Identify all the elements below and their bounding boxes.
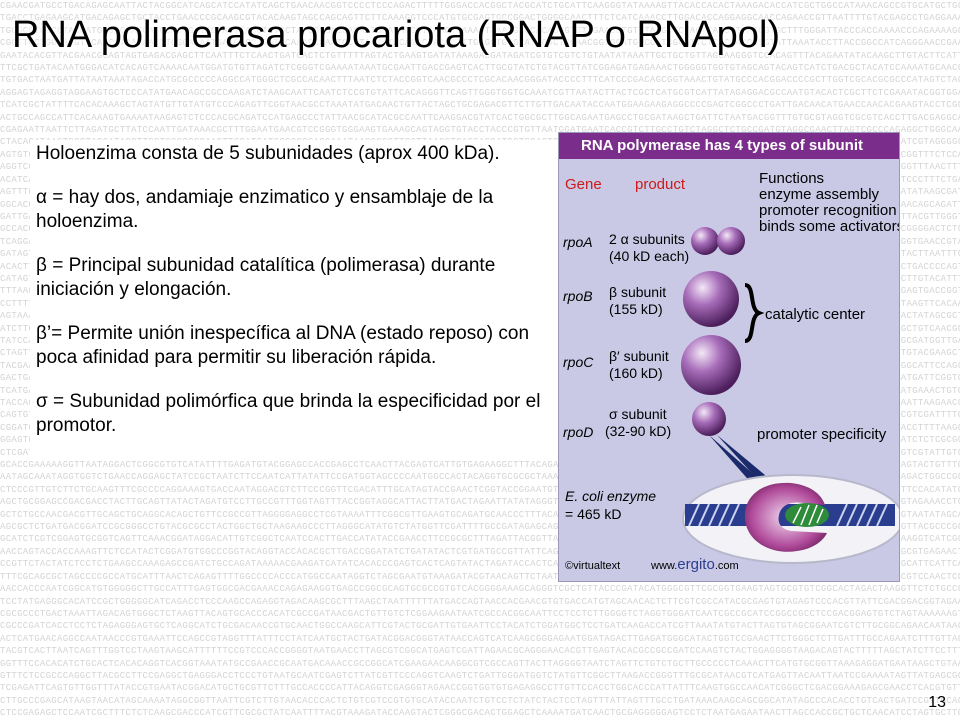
catalytic-brace	[744, 283, 765, 343]
product-beta-prime: β′ subunit	[609, 348, 669, 364]
product-sigma-size: (32-90 kD)	[605, 423, 671, 439]
product-beta: β subunit	[609, 284, 666, 300]
body-text: Holoenzima consta de 5 subunidades (apro…	[30, 140, 567, 460]
function-assembly: enzyme assembly	[759, 186, 880, 203]
col-functions: Functions	[759, 170, 824, 187]
col-gene: Gene	[565, 176, 602, 193]
catalytic-center-label: catalytic center	[765, 306, 865, 323]
function-promoter-specificity: promoter specificity	[757, 426, 887, 443]
paragraph-beta: β = Principal subunidad catalítica (poli…	[36, 255, 496, 300]
product-alpha-size: (40 kD each)	[609, 248, 689, 264]
sigma-sphere	[692, 402, 726, 436]
enzyme-body	[744, 482, 827, 552]
gene-rpoD: rpoD	[563, 424, 593, 440]
beta-sphere	[683, 271, 739, 327]
product-beta-prime-size: (160 kD)	[609, 365, 663, 381]
enzyme-label: E. coli enzyme	[565, 488, 656, 504]
transcription-bubble	[785, 503, 829, 527]
enzyme-size-label: = 465 kD	[565, 506, 621, 522]
beta-prime-sphere	[681, 335, 741, 395]
page-number: 13	[928, 694, 946, 711]
paragraph-alpha: α = hay dos, andamiaje enzimatico y ensa…	[36, 187, 494, 232]
product-alpha: 2 α subunits	[609, 231, 685, 247]
paragraph-beta-prime: β’= Permite unión inespecífica al DNA (e…	[36, 323, 530, 368]
gene-rpoA: rpoA	[563, 234, 593, 250]
paragraph-holoenzyme: Holoenzima consta de 5 subunidades (apro…	[36, 143, 500, 164]
assembly-arrow	[709, 435, 759, 485]
assembly-arrow-2	[717, 435, 765, 481]
figure-header: RNA polymerase has 4 types of subunit	[559, 133, 899, 159]
function-activators: binds some activators	[759, 218, 899, 235]
slide-title: RNA polimerasa procariota (RNAP o RNApol…	[12, 14, 781, 56]
credit-ergito: www.ergito.com	[650, 556, 739, 573]
gene-rpoB: rpoB	[563, 288, 593, 304]
product-beta-size: (155 kD)	[609, 301, 663, 317]
gene-rpoC: rpoC	[563, 354, 594, 370]
bubble-hatch	[792, 504, 824, 526]
figure-illustration: Gene product Functions rpoA 2 α subunits…	[563, 170, 899, 573]
alpha-sphere-1	[691, 227, 719, 255]
function-recognition: promoter recognition	[759, 202, 897, 219]
rna-polymerase-figure: RNA polymerase has 4 types of subunit Ge…	[558, 132, 900, 582]
dna-hatch	[688, 503, 888, 527]
credit-virtualtext: ©virtualtext	[565, 560, 620, 572]
alpha-sphere-2	[717, 227, 745, 255]
product-sigma: σ subunit	[609, 406, 667, 422]
col-product: product	[635, 176, 686, 193]
paragraph-sigma: σ = Subunidad polimórfica que brinda la …	[36, 391, 541, 436]
